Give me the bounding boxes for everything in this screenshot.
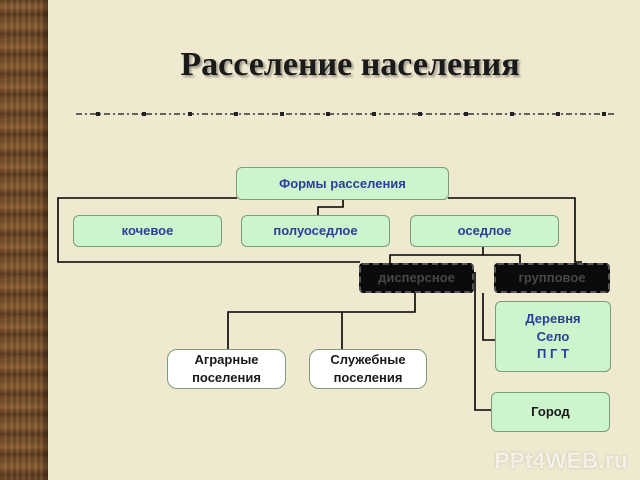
slide-title: Расселение населения — [180, 46, 520, 83]
village-line-2: Село — [536, 328, 570, 344]
nomadic-box: кочевое — [73, 215, 222, 247]
watermark: PPt4WEB.ru — [494, 448, 628, 473]
agrarian-line-2: поселения — [192, 370, 261, 385]
village-line-3: П Г Т — [537, 346, 569, 362]
city-box: Город — [491, 392, 610, 432]
dotted-divider — [76, 112, 616, 116]
sedentary-box: оседлое — [410, 215, 559, 247]
agrarian-box: Аграрные поселения — [167, 349, 286, 389]
clustered-box: групповое — [494, 263, 610, 293]
village-line-1: Деревня — [525, 311, 581, 327]
service-line-2: поселения — [333, 370, 403, 385]
service-box: Служебные поселения — [309, 349, 427, 389]
service-line-1: Служебные — [330, 352, 406, 368]
wood-border — [0, 0, 48, 480]
semi-sedentary-box: полуоседлое — [241, 215, 390, 247]
village-box: Деревня Село П Г Т — [495, 301, 611, 372]
forms-box: Формы расселения — [236, 167, 449, 200]
dispersed-box: дисперсное — [359, 263, 474, 293]
agrarian-line-1: Аграрные — [194, 352, 259, 368]
